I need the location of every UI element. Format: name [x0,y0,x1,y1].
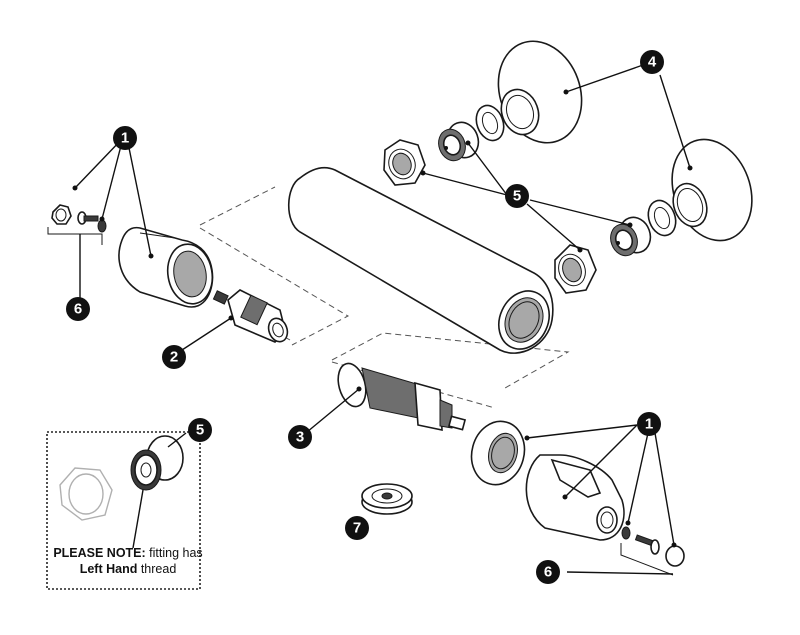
svg-text:6: 6 [74,301,82,318]
note-box [46,431,201,590]
note-text-1: fitting has [145,546,203,560]
note-illustration [59,435,184,521]
handle-right [525,454,625,541]
callout-3: 3 [288,425,312,449]
washer-top [475,104,505,142]
svg-text:1: 1 [121,130,129,147]
callout-5-main: 5 [505,184,529,208]
shroud-plate-top [497,40,583,144]
left-hand-thread-note: PLEASE NOTE: fitting has Left Hand threa… [53,545,203,577]
note-left-hand: Left Hand [79,562,138,576]
collar-right [470,420,526,486]
shroud-plate-bottom [671,138,753,242]
inlet-fitting-top [438,121,480,162]
nut-bottom [554,244,597,294]
inlet-fitting-bottom [610,216,652,257]
flow-cartridge [212,289,289,343]
svg-text:7: 7 [353,520,361,537]
callout-6-right: 6 [536,560,560,584]
callout-1-right: 1 [637,412,661,436]
note-prefix: PLEASE NOTE: [53,546,146,560]
svg-text:5: 5 [513,188,521,205]
callout-6-left: 6 [66,297,90,321]
nut-top [383,139,426,186]
handle-left [118,226,214,308]
callout-2: 2 [162,345,186,369]
valve-body [288,166,554,354]
svg-text:1: 1 [645,416,653,433]
callout-4: 4 [640,50,664,74]
svg-text:5: 5 [196,422,204,439]
leader-dots [72,89,693,548]
svg-text:2: 2 [170,349,178,366]
note-text-2: thread [137,562,177,576]
washer-bottom [647,199,677,237]
thermostatic-cartridge [337,362,467,431]
callout-5-note: 5 [188,418,212,442]
callout-1-left: 1 [113,126,137,150]
svg-text:6: 6 [544,564,552,581]
filter-check-valve [361,483,413,515]
leader-lines [74,64,691,575]
screw-set-left [47,204,107,245]
callout-7: 7 [345,516,369,540]
svg-text:3: 3 [296,429,304,446]
svg-text:4: 4 [648,54,657,71]
screw-set-right [620,526,685,576]
